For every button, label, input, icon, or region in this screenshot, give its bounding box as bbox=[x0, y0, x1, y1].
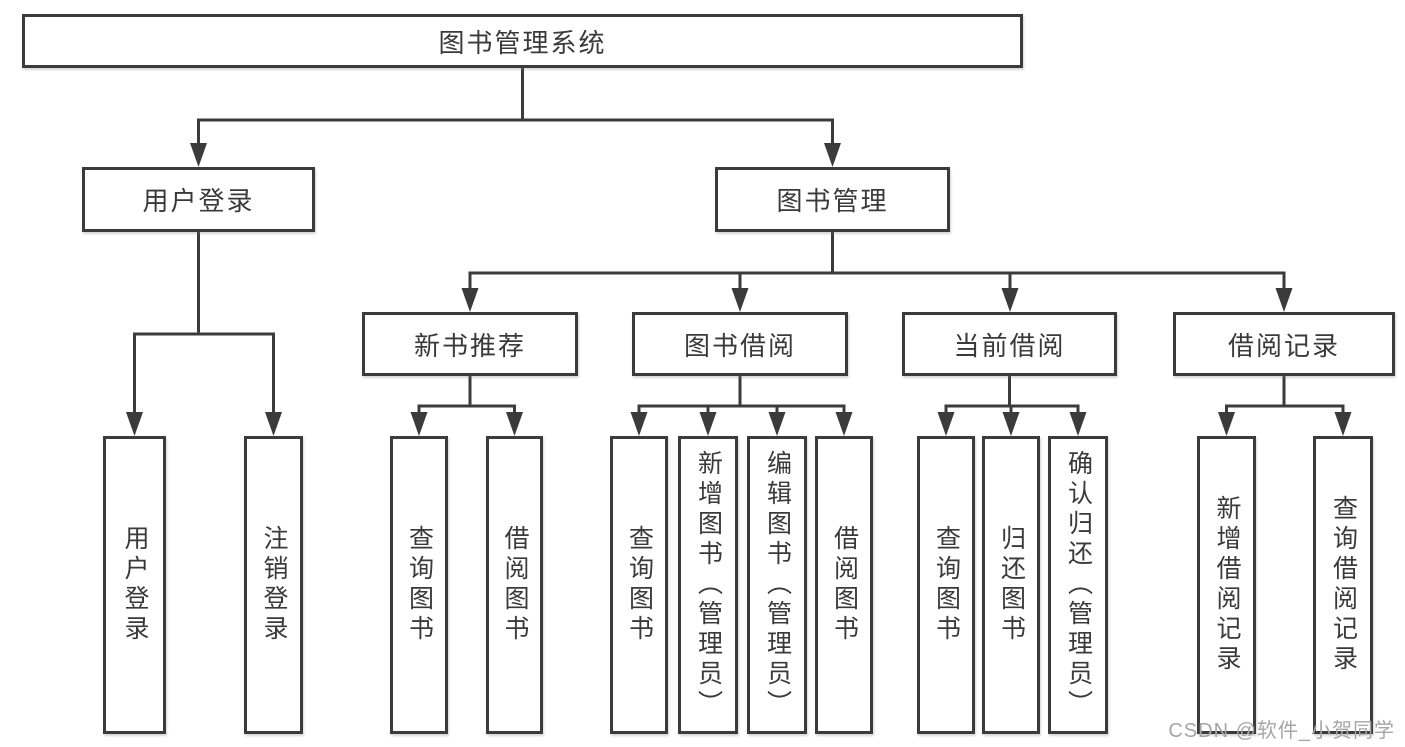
leaf-label: 编辑图书（管理员） bbox=[763, 450, 792, 720]
leaf-label: 归还图书 bbox=[997, 525, 1026, 645]
leaf-logout: 注销登录 bbox=[244, 436, 303, 734]
node-current-borrowing: 当前借阅 bbox=[902, 312, 1117, 376]
node-library-management-system: 图书管理系统 bbox=[22, 14, 1023, 68]
node-label: 当前借阅 bbox=[953, 330, 1066, 361]
leaf-current-confirm-return-admin: 确认归还（管理员） bbox=[1048, 436, 1108, 734]
leaf-label: 查询图书 bbox=[932, 525, 961, 645]
connector-newbook-to-leaves bbox=[410, 375, 523, 436]
leaf-label: 注销登录 bbox=[260, 525, 288, 645]
leaf-label: 查询借阅记录 bbox=[1329, 495, 1358, 675]
node-label: 图书管理系统 bbox=[438, 27, 607, 58]
watermark-text: CSDN @软件_小贺同学 bbox=[1168, 720, 1395, 742]
leaf-user-login: 用户登录 bbox=[103, 436, 166, 734]
leaf-borrow-add-books-admin: 新增图书（管理员） bbox=[678, 436, 738, 734]
leaf-label: 新增借阅记录 bbox=[1213, 495, 1241, 675]
connector-records-to-leaves bbox=[1218, 375, 1352, 436]
leaf-newrec-borrow-books: 借阅图书 bbox=[486, 436, 543, 734]
leaf-borrow-query-books: 查询图书 bbox=[610, 436, 668, 734]
leaf-current-query-books: 查询图书 bbox=[917, 436, 975, 734]
node-label: 借阅记录 bbox=[1227, 330, 1340, 361]
leaf-label: 借阅图书 bbox=[830, 525, 859, 645]
leaf-newrec-query-books: 查询图书 bbox=[390, 436, 448, 734]
connector-root-to-level2 bbox=[190, 67, 841, 167]
node-label: 用户登录 bbox=[142, 186, 255, 216]
connector-bookborrow-to-leaves bbox=[630, 375, 853, 436]
connector-management-to-groups bbox=[461, 231, 1293, 312]
node-user-login-branch: 用户登录 bbox=[82, 167, 315, 232]
connector-login-to-leaves bbox=[126, 231, 282, 436]
node-borrowing-records: 借阅记录 bbox=[1173, 312, 1395, 376]
leaf-label: 查询图书 bbox=[405, 525, 434, 645]
leaf-label: 借阅图书 bbox=[501, 525, 529, 645]
node-label: 新书推荐 bbox=[413, 330, 526, 361]
leaf-record-query-record: 查询借阅记录 bbox=[1313, 436, 1373, 734]
leaf-borrow-edit-books-admin: 编辑图书（管理员） bbox=[747, 436, 807, 734]
leaf-label: 新增图书（管理员） bbox=[694, 450, 723, 720]
leaf-borrow-borrow-books: 借阅图书 bbox=[815, 436, 873, 734]
leaf-record-add-record: 新增借阅记录 bbox=[1197, 436, 1256, 734]
node-label: 图书管理 bbox=[776, 186, 889, 216]
connector-currentborrow-to-leaves bbox=[937, 375, 1087, 436]
node-book-borrowing: 图书借阅 bbox=[632, 312, 848, 376]
node-new-book-recommend: 新书推荐 bbox=[362, 312, 578, 376]
leaf-current-return-books: 归还图书 bbox=[982, 436, 1040, 734]
node-label: 图书借阅 bbox=[683, 330, 796, 361]
leaf-label: 用户登录 bbox=[121, 525, 149, 645]
node-book-management: 图书管理 bbox=[715, 167, 950, 232]
leaf-label: 查询图书 bbox=[625, 525, 654, 645]
leaf-label: 确认归还（管理员） bbox=[1064, 450, 1093, 720]
